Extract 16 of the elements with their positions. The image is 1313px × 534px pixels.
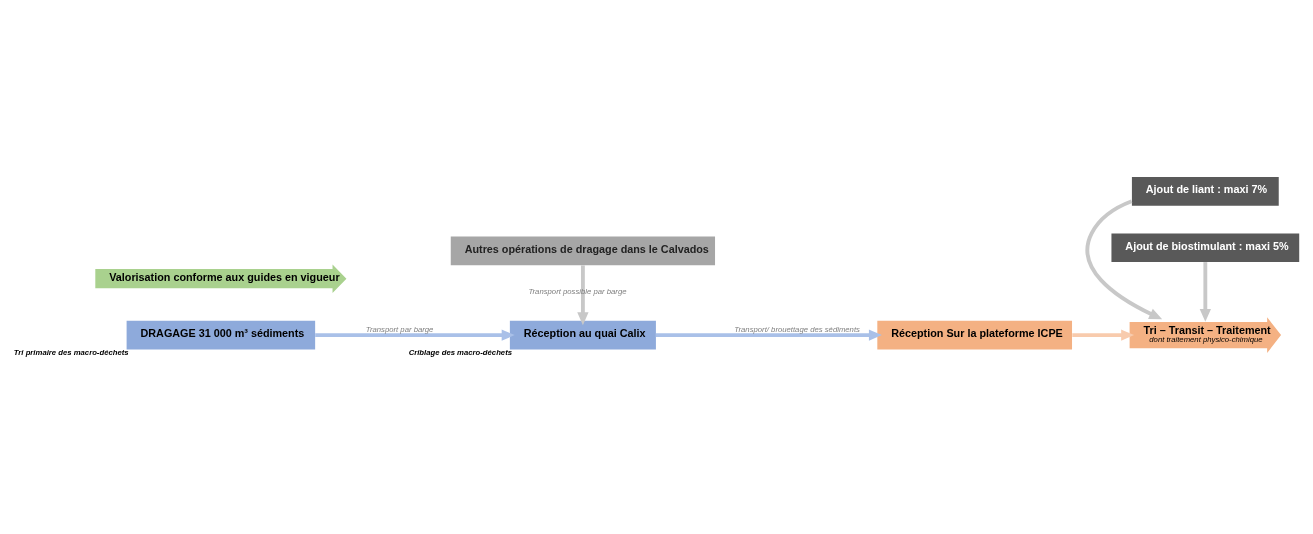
node-box: Réception Sur la plateforme ICPE [877, 320, 1073, 349]
arrow [1072, 328, 1135, 341]
node-box: DRAGAGE 31 000 m³ sédiments [126, 320, 316, 349]
arrow [655, 328, 882, 341]
arrow [1199, 261, 1211, 322]
node-label: Tri primaire des macro-déchets [13, 347, 129, 357]
arrow [1085, 198, 1163, 319]
node-box: Réception au quai Calix [509, 320, 656, 349]
edge-label: Transport par barge [365, 324, 434, 334]
arrow [577, 264, 589, 325]
arrow [315, 328, 515, 341]
node-box: Ajout de liant : maxi 7% [1131, 176, 1279, 206]
node-box: Ajout de biostimulant : maxi 5% [1111, 233, 1300, 262]
node-label: Criblage des macro-déchets [408, 347, 513, 357]
node-box: Autres opérations de dragage dans le Calvados [450, 236, 716, 265]
edge-label: Transport/ brouettage des sédiments [734, 324, 860, 334]
